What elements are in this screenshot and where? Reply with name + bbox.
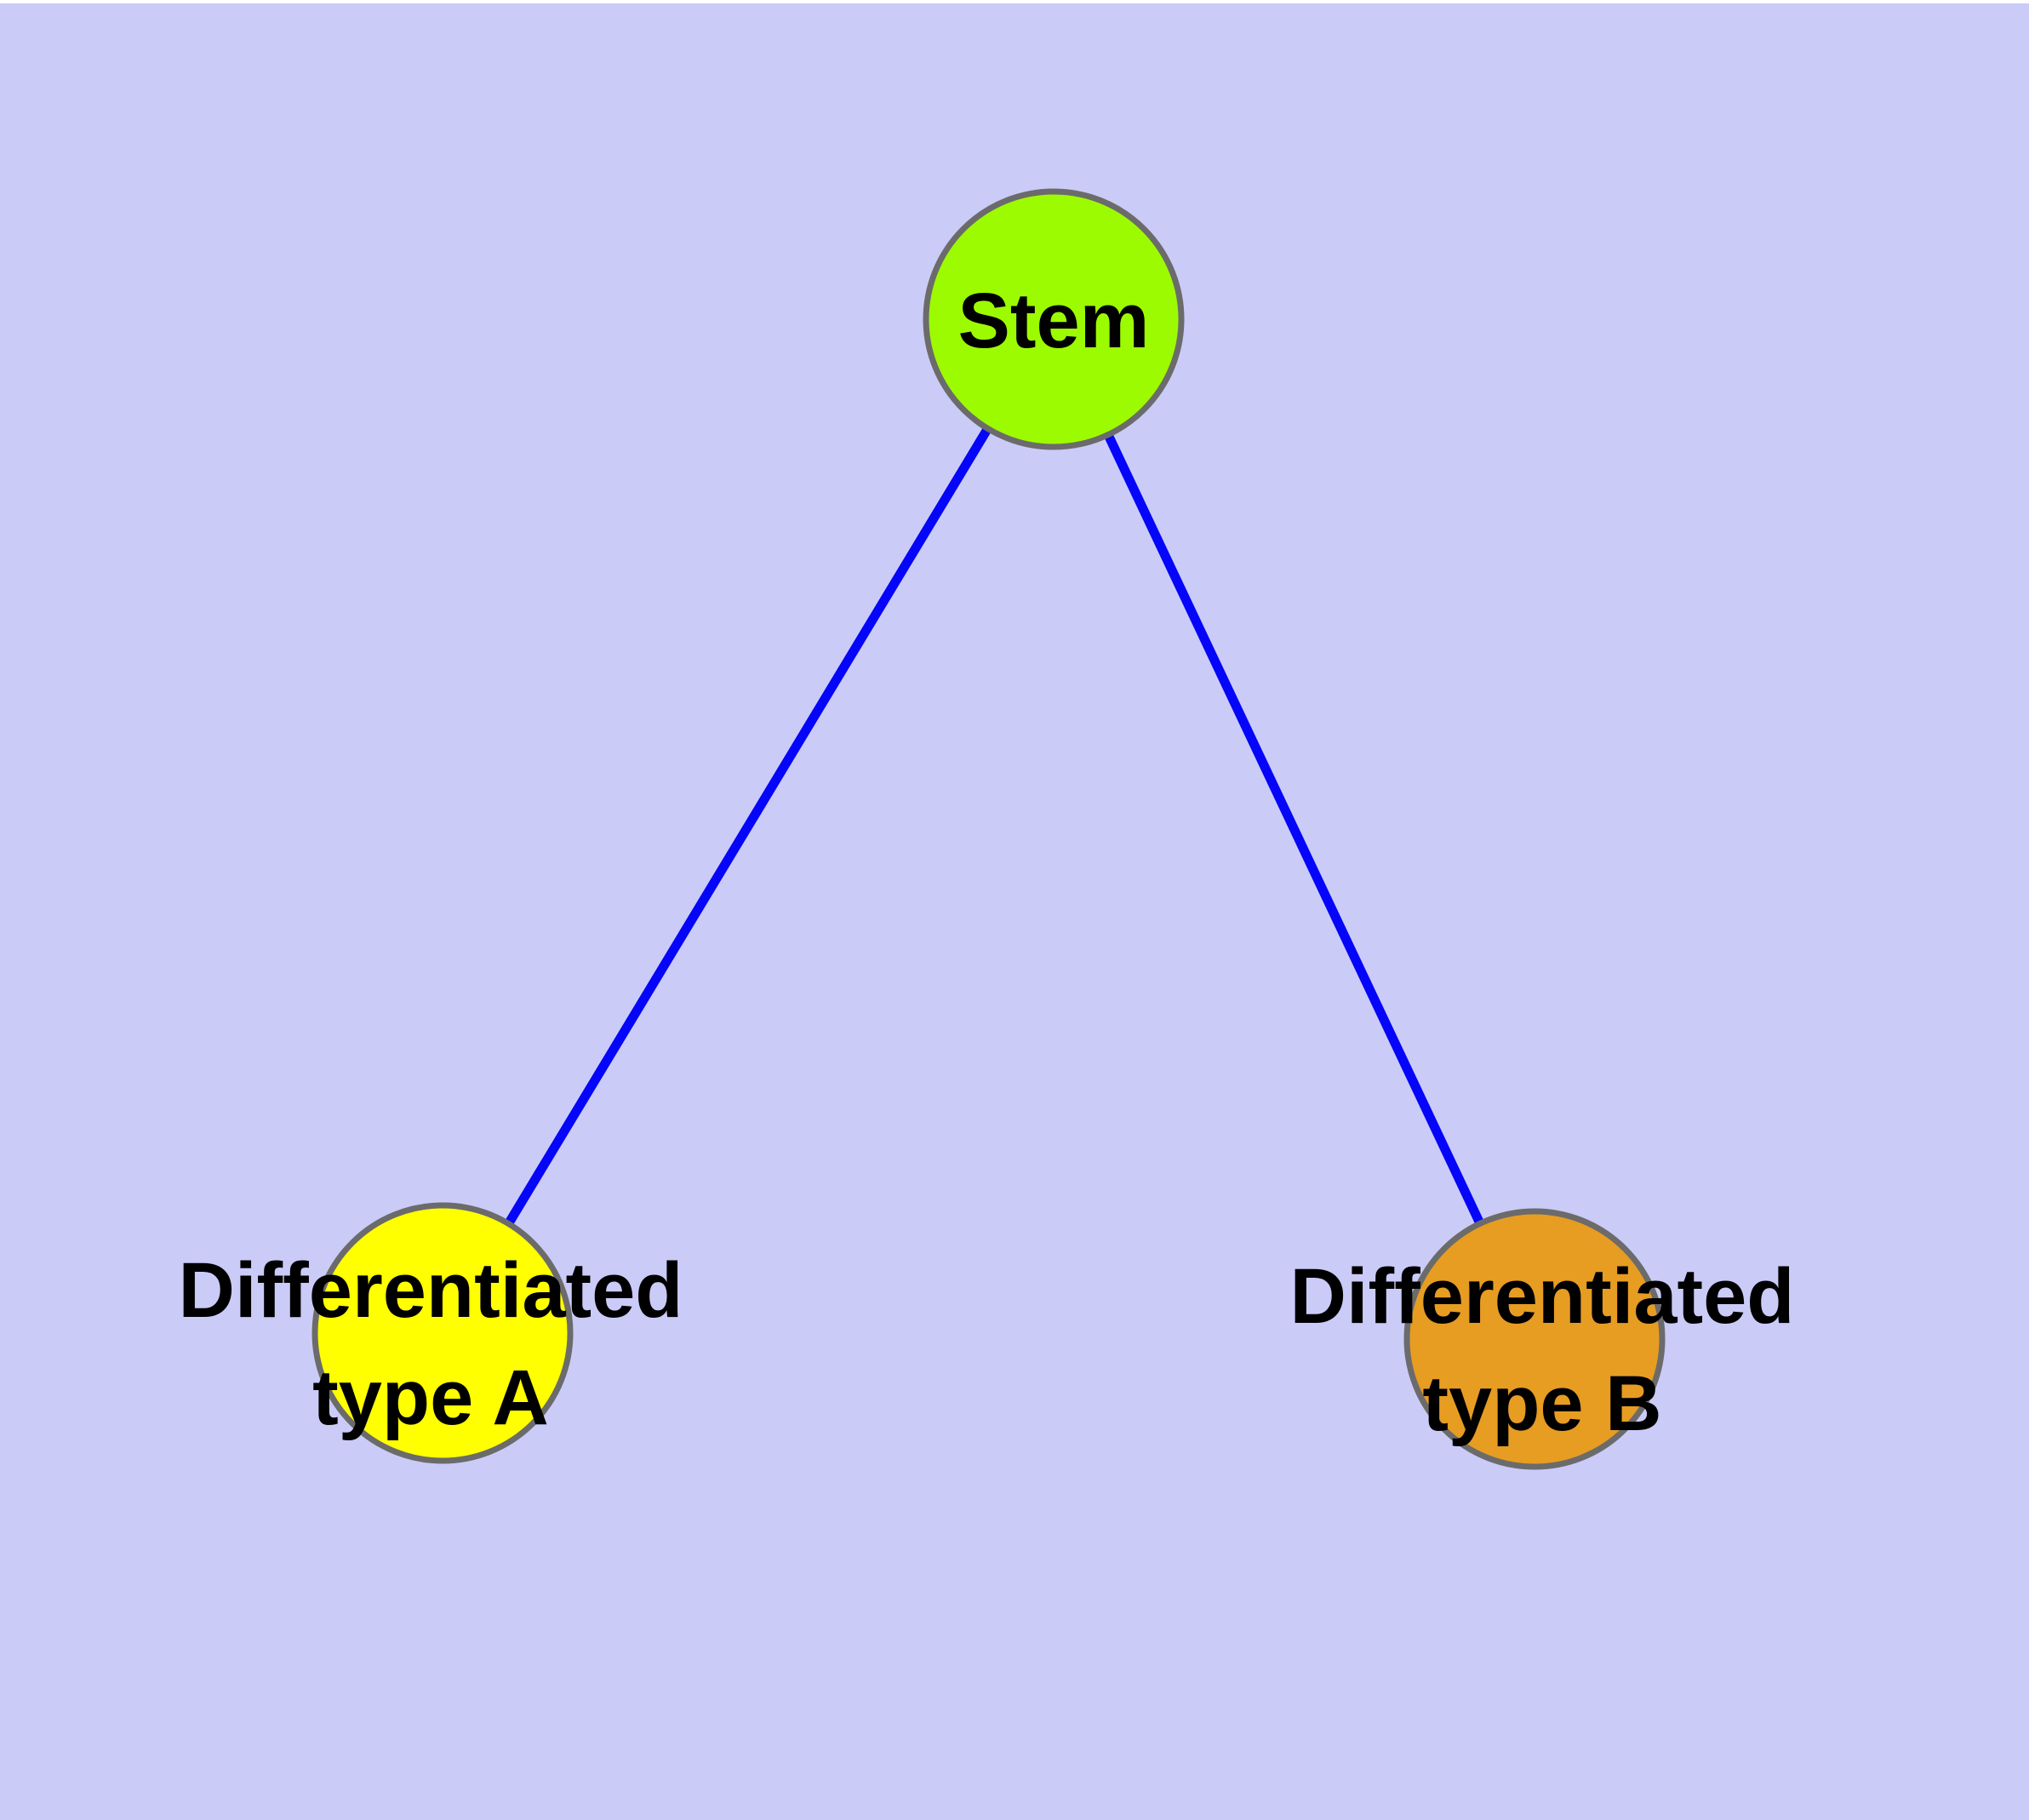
edge-stem-to-type-b <box>1049 317 1539 1342</box>
node-type-a-label-line2: type A <box>312 1354 549 1441</box>
edge-stem-to-type-a <box>438 317 1058 1336</box>
node-stem-label: Stem <box>958 278 1150 364</box>
node-type-b-label-line2: type B <box>1422 1360 1661 1447</box>
node-differentiated-type-a <box>311 1202 574 1464</box>
node-differentiated-type-b <box>1403 1208 1666 1470</box>
node-type-b-label-line1: Differentiated <box>1290 1253 1795 1340</box>
node-type-a-label-line1: Differentiated <box>179 1247 683 1334</box>
node-stem <box>923 188 1185 450</box>
